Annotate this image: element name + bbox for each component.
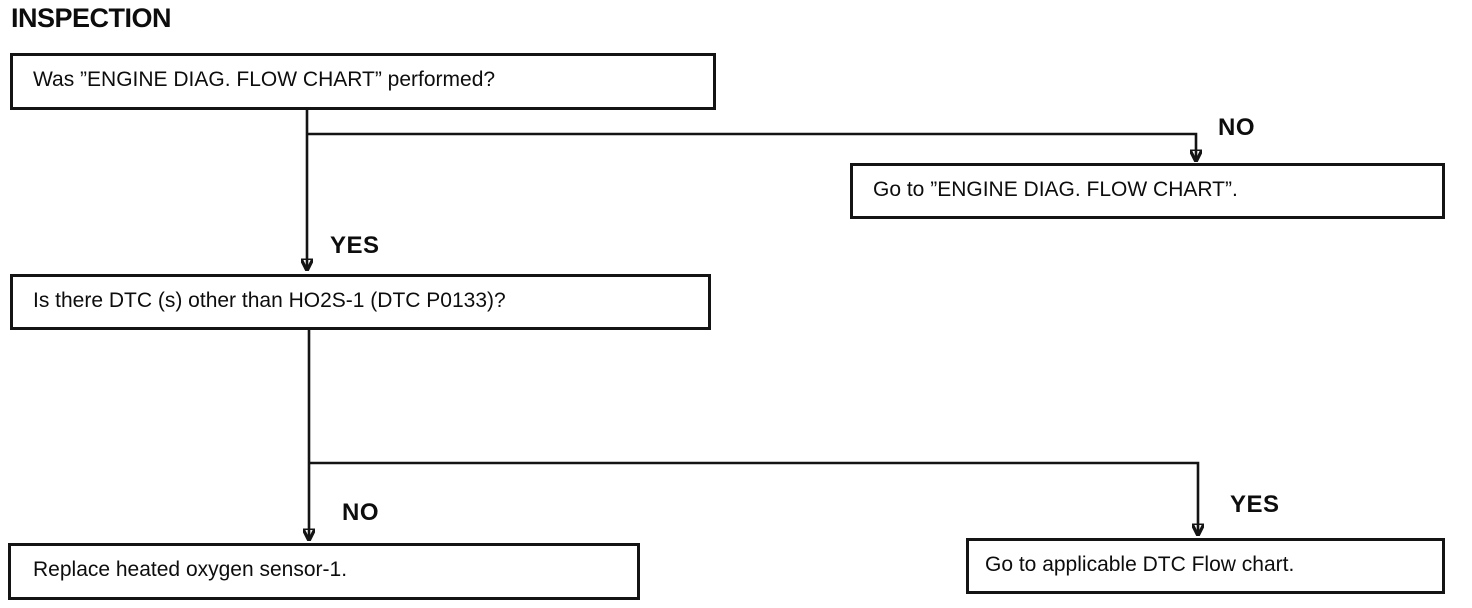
page-title: INSPECTION	[11, 3, 172, 33]
flow-node-text: Go to ”ENGINE DIAG. FLOW CHART”.	[873, 177, 1238, 201]
branch-label-yes-2: YES	[1230, 491, 1280, 518]
flow-node-question-1: Was ”ENGINE DIAG. FLOW CHART” performed?	[10, 53, 716, 110]
flow-node-text: Is there DTC (s) other than HO2S-1 (DTC …	[33, 288, 506, 312]
connector-q2-yes-branch	[309, 461, 1198, 534]
flow-node-text: Replace heated oxygen sensor-1.	[33, 558, 348, 582]
branch-label-yes-1: YES	[330, 232, 380, 259]
flow-node-q1-no-result: Go to ”ENGINE DIAG. FLOW CHART”.	[850, 163, 1445, 219]
connector-q1-no-branch	[307, 132, 1196, 160]
flow-node-text: Was ”ENGINE DIAG. FLOW CHART” performed?	[33, 68, 496, 92]
branch-label-no-2: NO	[342, 499, 379, 526]
flow-node-q2-no-result: Replace heated oxygen sensor-1.	[8, 543, 640, 600]
flow-node-text: Go to applicable DTC Flow chart.	[985, 552, 1295, 576]
branch-label-no-1: NO	[1218, 114, 1255, 141]
flow-node-q2-yes-result: Go to applicable DTC Flow chart.	[966, 538, 1445, 594]
flow-node-question-2: Is there DTC (s) other than HO2S-1 (DTC …	[10, 274, 711, 330]
